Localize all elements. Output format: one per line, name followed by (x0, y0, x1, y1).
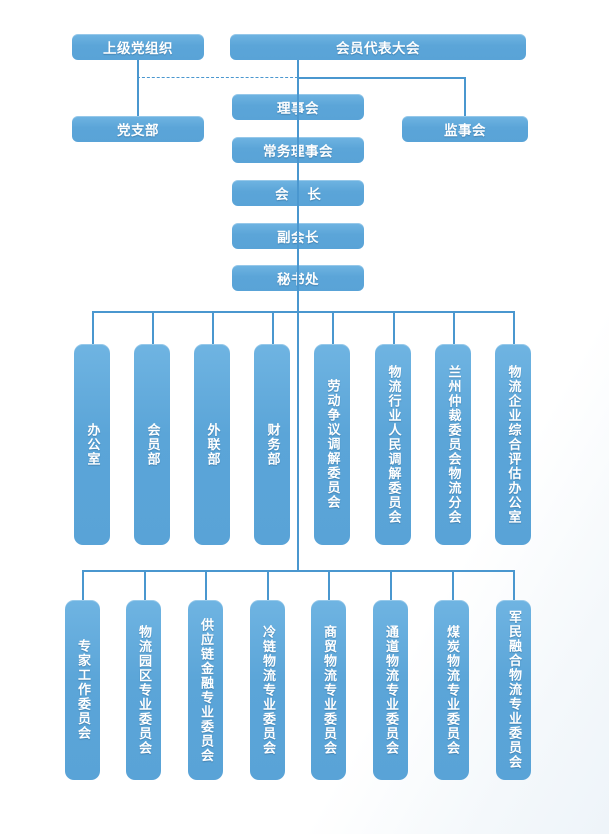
connector-department-bus (92, 311, 514, 313)
node-department-5[interactable]: 劳动争议调解委员会 (314, 344, 350, 545)
connector-dept-stem-5 (332, 311, 334, 344)
node-department-3[interactable]: 外联部 (194, 344, 230, 545)
node-members-assembly[interactable]: 会员代表大会 (230, 34, 526, 60)
node-board-of-supervisors[interactable]: 监事会 (402, 116, 528, 142)
connector-comm-stem-2 (144, 570, 146, 600)
node-upper-party-organization[interactable]: 上级党组织 (72, 34, 204, 60)
connector-dept-stem-2 (152, 311, 154, 344)
connector-assembly-to-supervisors-h (297, 77, 465, 79)
connector-comm-stem-8 (513, 570, 515, 600)
node-department-4[interactable]: 财务部 (254, 344, 290, 545)
node-committee-4[interactable]: 冷链物流专业委员会 (250, 600, 285, 780)
connector-comm-stem-4 (267, 570, 269, 600)
connector-dept-stem-1 (92, 311, 94, 344)
node-committee-2[interactable]: 物流园区专业委员会 (126, 600, 161, 780)
connector-dept-stem-3 (212, 311, 214, 344)
connector-comm-stem-1 (82, 570, 84, 600)
node-party-branch[interactable]: 党支部 (72, 116, 204, 142)
node-department-2[interactable]: 会员部 (134, 344, 170, 545)
node-department-6[interactable]: 物流行业人民调解委员会 (375, 344, 411, 545)
connector-dashed-party-link (137, 77, 298, 78)
node-department-1[interactable]: 办公室 (74, 344, 110, 545)
connector-supervisors-stem (464, 77, 466, 116)
node-department-8[interactable]: 物流企业综合评估办公室 (495, 344, 531, 545)
connector-comm-stem-6 (390, 570, 392, 600)
connector-comm-stem-7 (452, 570, 454, 600)
connector-dept-stem-7 (453, 311, 455, 344)
connector-comm-stem-5 (328, 570, 330, 600)
connector-comm-stem-3 (205, 570, 207, 600)
connector-committee-bus (82, 570, 514, 572)
connector-main-spine (297, 60, 299, 570)
node-committee-3[interactable]: 供应链金融专业委员会 (188, 600, 223, 780)
connector-party-org-stem (137, 60, 139, 116)
node-committee-8[interactable]: 军民融合物流专业委员会 (496, 600, 531, 780)
node-committee-7[interactable]: 煤炭物流专业委员会 (434, 600, 469, 780)
node-committee-6[interactable]: 通道物流专业委员会 (373, 600, 408, 780)
connector-dept-stem-4 (272, 311, 274, 344)
node-department-7[interactable]: 兰州仲裁委员会物流分会 (435, 344, 471, 545)
node-committee-5[interactable]: 商贸物流专业委员会 (311, 600, 346, 780)
node-committee-1[interactable]: 专家工作委员会 (65, 600, 100, 780)
connector-dept-stem-8 (513, 311, 515, 344)
connector-dept-stem-6 (393, 311, 395, 344)
